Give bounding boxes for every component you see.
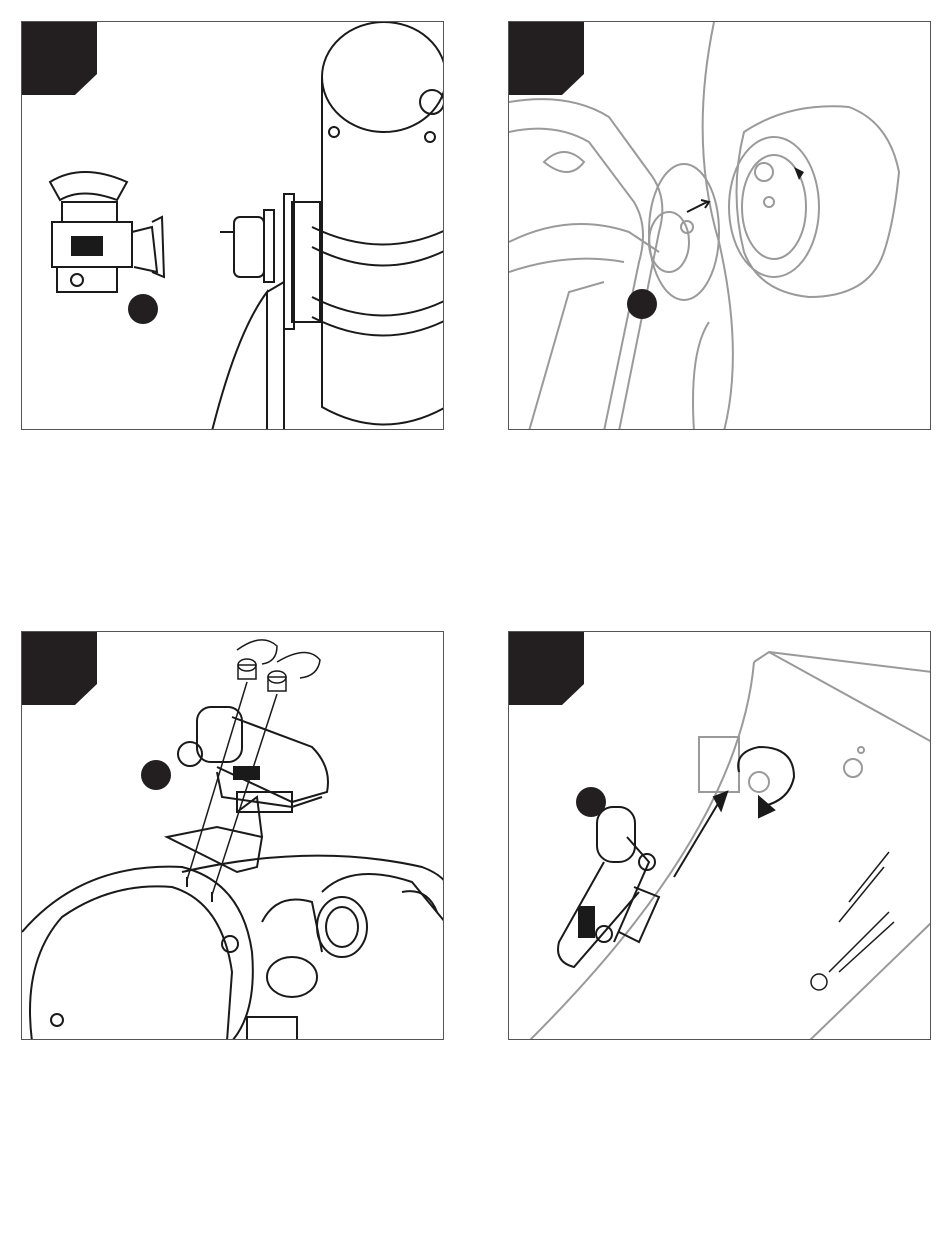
mount-tube-illustration: [22, 22, 444, 430]
callout-marker: [627, 289, 657, 319]
callout-marker: [128, 294, 158, 324]
step-number-tab: [509, 22, 584, 95]
step-number-tab: [22, 22, 97, 95]
step-3-panel: [21, 631, 444, 1040]
callout-marker: [141, 760, 171, 790]
telescope-tube: [284, 22, 444, 425]
step-4-panel: [508, 631, 931, 1040]
step-number-tab: [509, 632, 584, 705]
step-number-tab: [22, 632, 97, 705]
clutch-knob-illustration: [509, 22, 931, 430]
telescope-tube-front: [22, 856, 444, 1040]
step-1-panel: [21, 21, 444, 430]
mount-head: [50, 172, 164, 292]
clutch-knob: [729, 106, 899, 297]
callout-marker: [576, 787, 606, 817]
mount-knob: [220, 210, 274, 282]
direction-arrow: [687, 200, 709, 212]
step-2-panel: [508, 21, 931, 430]
mount-base: [212, 282, 284, 430]
alignment-marker: [794, 167, 804, 180]
red-dot-finder: [558, 807, 659, 967]
finder-bracket-illustration: [22, 632, 444, 1040]
tube-logo: [811, 852, 894, 990]
red-dot-finder: [178, 707, 328, 812]
tightening-arrows: [674, 747, 794, 877]
finder-shoe-illustration: [509, 632, 931, 1040]
telescope-tube-side: [529, 652, 931, 1040]
